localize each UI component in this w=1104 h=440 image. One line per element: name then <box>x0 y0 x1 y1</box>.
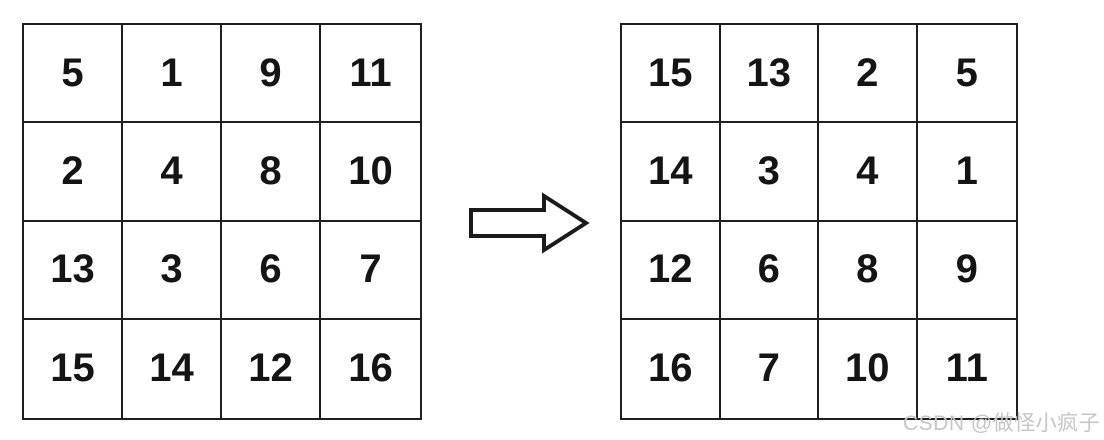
matrix-cell: 7 <box>321 221 420 320</box>
matrix-cell: 14 <box>622 123 721 222</box>
matrix-cell: 1 <box>917 123 1016 222</box>
matrix-cell: 10 <box>819 319 918 418</box>
matrix-cell: 10 <box>321 123 420 222</box>
matrix-cell: 4 <box>123 123 222 222</box>
matrix-cell: 8 <box>819 221 918 320</box>
matrix-cell: 3 <box>720 123 819 222</box>
matrix-cell: 15 <box>622 25 721 124</box>
output-matrix: 15 13 2 5 14 3 4 1 12 6 8 9 16 7 10 11 <box>620 23 1018 420</box>
matrix-cell: 5 <box>24 25 123 124</box>
matrix-cell: 2 <box>24 123 123 222</box>
matrix-cell: 6 <box>222 221 321 320</box>
matrix-cell: 12 <box>622 221 721 320</box>
matrix-cell: 6 <box>720 221 819 320</box>
matrix-cell: 13 <box>24 221 123 320</box>
matrix-cell: 16 <box>622 319 721 418</box>
matrix-cell: 11 <box>917 319 1016 418</box>
matrix-cell: 8 <box>222 123 321 222</box>
matrix-cell: 3 <box>123 221 222 320</box>
input-matrix: 5 1 9 11 2 4 8 10 13 3 6 7 15 14 12 16 <box>22 23 422 420</box>
matrix-cell: 9 <box>222 25 321 124</box>
matrix-cell: 5 <box>917 25 1016 124</box>
matrix-cell: 2 <box>819 25 918 124</box>
matrix-cell: 7 <box>720 319 819 418</box>
matrix-cell: 11 <box>321 25 420 124</box>
matrix-cell: 9 <box>917 221 1016 320</box>
matrix-cell: 12 <box>222 319 321 418</box>
matrix-cell: 4 <box>819 123 918 222</box>
matrix-cell: 14 <box>123 319 222 418</box>
matrix-cell: 16 <box>321 319 420 418</box>
matrix-cell: 13 <box>720 25 819 124</box>
right-arrow-icon <box>468 192 590 254</box>
matrix-cell: 15 <box>24 319 123 418</box>
matrix-cell: 1 <box>123 25 222 124</box>
